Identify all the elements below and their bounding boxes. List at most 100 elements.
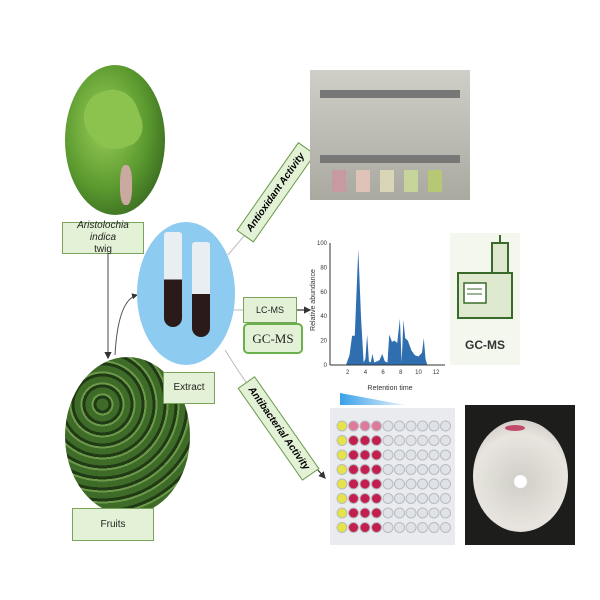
well — [440, 435, 451, 446]
well — [394, 478, 405, 490]
tube-sample — [356, 170, 370, 192]
well — [371, 435, 382, 446]
well — [417, 522, 428, 533]
well — [405, 464, 417, 475]
well — [348, 464, 359, 475]
test-tubes-photo — [310, 70, 470, 200]
well — [405, 493, 417, 504]
x-tick-label: 2 — [346, 370, 350, 376]
well — [405, 522, 417, 533]
tube-sample — [404, 170, 418, 192]
well — [336, 507, 348, 519]
well — [371, 478, 382, 490]
well-plate-photo — [330, 408, 455, 545]
well — [371, 420, 382, 432]
well — [371, 449, 382, 461]
well — [405, 478, 417, 490]
petri-dish — [473, 420, 568, 532]
twig-label: Aristolochia indica twig — [62, 220, 144, 255]
well — [405, 435, 417, 446]
tube-sample — [380, 170, 394, 192]
well — [394, 507, 405, 519]
well — [336, 420, 348, 432]
petri-dish-photo — [465, 405, 575, 545]
well — [440, 464, 451, 475]
gcms-instrument-label: GC-MS — [465, 338, 505, 352]
chromatogram-peaks — [345, 249, 428, 365]
well — [428, 478, 440, 490]
well — [428, 464, 440, 475]
well — [428, 493, 440, 504]
y-tick-label: 80 — [320, 265, 327, 271]
well — [428, 507, 440, 519]
gcms-label: GC-MS — [243, 323, 303, 354]
x-tick-label: 6 — [381, 370, 385, 376]
well — [394, 420, 405, 432]
well — [382, 493, 394, 504]
well — [417, 449, 428, 461]
well — [359, 464, 371, 475]
well — [359, 449, 371, 461]
well — [417, 464, 428, 475]
well — [336, 464, 348, 475]
well — [359, 493, 371, 504]
well — [348, 522, 359, 533]
well — [336, 478, 348, 490]
well — [348, 493, 359, 504]
x-tick-label: 12 — [433, 370, 440, 376]
well — [440, 507, 451, 519]
x-tick-label: 4 — [364, 370, 368, 376]
x-tick-label: 8 — [399, 370, 403, 376]
y-tick-label: 0 — [324, 363, 328, 369]
extract-text: Extract — [173, 382, 205, 393]
extract-photo — [137, 222, 235, 365]
y-tick-label: 100 — [317, 241, 328, 247]
y-axis-label: Relative abundance — [310, 269, 317, 331]
well — [371, 507, 382, 519]
leaf-shape — [76, 82, 149, 158]
well — [405, 507, 417, 519]
well — [440, 478, 451, 490]
well — [359, 507, 371, 519]
well — [359, 478, 371, 490]
well — [382, 507, 394, 519]
lcms-label: LC-MS — [243, 297, 297, 323]
well — [417, 420, 428, 432]
well — [371, 522, 382, 533]
fruits-text: Fruits — [100, 518, 126, 530]
flower-shape — [120, 165, 132, 205]
x-axis-label: Retention time — [367, 385, 412, 392]
well — [382, 420, 394, 432]
well — [417, 435, 428, 446]
gcms-instrument-icon — [457, 235, 513, 319]
well — [359, 435, 371, 446]
well — [428, 420, 440, 432]
well — [336, 522, 348, 533]
lcms-text: LC-MS — [255, 305, 284, 315]
well — [336, 493, 348, 504]
tube-sample — [332, 170, 346, 192]
well — [359, 420, 371, 432]
inhibition-marker — [505, 425, 525, 431]
fruits-label: Fruits — [72, 508, 154, 541]
well — [405, 420, 417, 432]
rack-bar — [320, 90, 460, 98]
rack-bar — [320, 155, 460, 163]
y-tick-label: 60 — [320, 290, 327, 296]
plant-name: Aristolochia indica — [77, 220, 129, 243]
well — [348, 449, 359, 461]
plant-part: twig — [94, 244, 112, 255]
arrow-fruits-to-extract — [114, 293, 138, 356]
well — [359, 522, 371, 533]
well — [440, 449, 451, 461]
well — [394, 449, 405, 461]
well — [428, 435, 440, 446]
well — [440, 493, 451, 504]
well — [336, 435, 348, 446]
well — [371, 493, 382, 504]
well — [440, 420, 451, 432]
well — [382, 464, 394, 475]
well — [428, 522, 440, 533]
well — [382, 449, 394, 461]
